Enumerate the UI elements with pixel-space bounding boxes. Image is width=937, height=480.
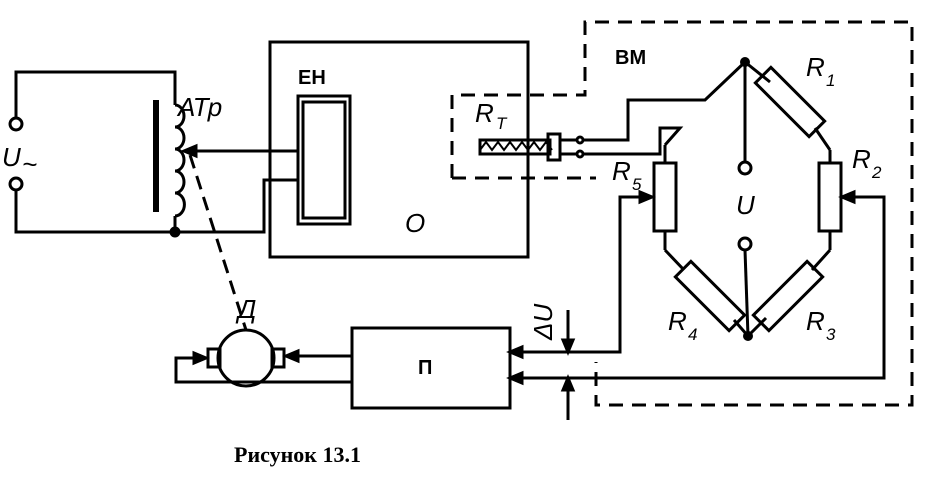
r5-label: R [612,156,631,186]
thermistor-label: R [475,98,494,128]
r4-label: R [668,306,687,336]
resistor-r2 [817,161,843,233]
supply-voltage-label: U [2,142,21,172]
figure-caption: Рисунок 13.1 [234,442,361,467]
mechanical-link [188,154,248,331]
thermistor-sub: Т [496,114,508,133]
resistor-r5 [652,161,678,233]
r3-sub: 3 [826,325,836,344]
supply-symbol-label: ~ [22,149,37,179]
motor-label: Д [235,294,256,324]
r1-sub: 1 [826,71,835,90]
supply-bottom-wire [14,183,177,234]
bridge-node-top [740,57,750,67]
r5-sub: 5 [632,175,642,194]
r4-sub: 4 [688,325,697,344]
stabilizer-block [296,94,352,226]
motor [174,328,352,388]
supply-terminal-bottom [8,176,24,192]
thermistor [478,60,747,162]
bridge [652,60,843,338]
r1-label: R [806,52,825,82]
autotransformer-label: АТр [176,92,222,122]
r2-slider-wire [512,195,886,380]
thermistor-lead-top [583,60,747,142]
transformer-winding [174,103,186,218]
measuring-block-label: ВМ [615,47,646,69]
thermistor-lead-bottom [583,126,684,156]
r5-slider-wire [512,195,654,354]
wiper-arrowhead [180,143,198,159]
amplifier-block [350,326,512,410]
lower-wire [175,178,298,234]
r2-slider-arrow [838,189,856,205]
r3-label: R [806,306,825,336]
r2-label: R [852,144,871,174]
supply-terminal-top [8,116,24,132]
supply-top-wire [14,70,177,124]
r5-slider-arrow [638,189,656,205]
thermistor-winding [479,140,553,152]
object-label: О [405,208,425,238]
feedback-wiring [506,189,886,420]
r2-sub: 2 [871,163,882,182]
amplifier-label: П [418,357,432,379]
ac-supply [8,70,177,234]
measuring-block-outline [450,20,914,407]
autotransformer [153,100,298,238]
bridge-node-bottom [743,331,753,341]
delta-u-label: ΔU [528,304,558,341]
bridge-voltage-label: U [736,190,755,220]
stabilizer-label: ЕН [298,67,326,89]
thermistor-cap [546,132,562,162]
